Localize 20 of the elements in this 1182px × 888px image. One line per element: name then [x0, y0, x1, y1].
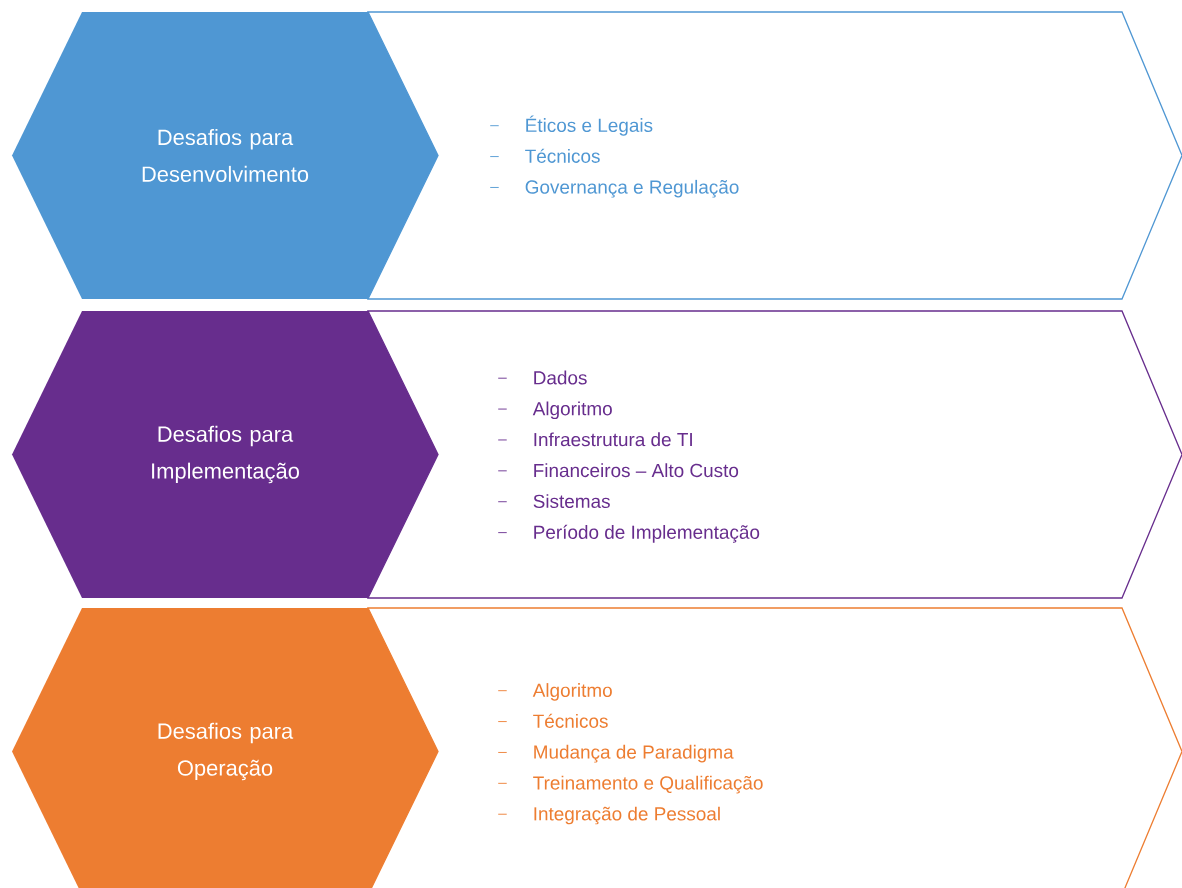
chevron-panel [366, 607, 1182, 888]
list-item: Governança e Regulação [525, 179, 739, 198]
list-item: Integração de Pessoal [534, 806, 720, 825]
list-item: Sistemas [533, 494, 610, 509]
hexagon: Desafios para Implementação [12, 311, 438, 598]
list-item: Algoritmo [532, 401, 612, 420]
list-item: Mudança de Paradigma [534, 744, 734, 763]
list-item: Algoritmo [532, 683, 612, 701]
hexagon: Desafios para Desenvolvimento [12, 12, 438, 299]
list-item: Éticos e Legais [526, 115, 653, 136]
hexagon: Desafios para Operação [12, 608, 438, 888]
list-item: Período de Implementação [534, 524, 760, 543]
list-item: Técnicos [533, 713, 608, 728]
list-item: Treinamento e Qualificação [533, 775, 763, 794]
list-item: Técnicos [525, 148, 600, 163]
list-item: Dados [534, 370, 587, 385]
list-item: Infraestrutura de TI [534, 432, 692, 447]
chevron-panel [366, 11, 1182, 300]
chevron-panel [366, 310, 1182, 599]
list-item: Financeiros – Alto Custo [534, 463, 739, 478]
